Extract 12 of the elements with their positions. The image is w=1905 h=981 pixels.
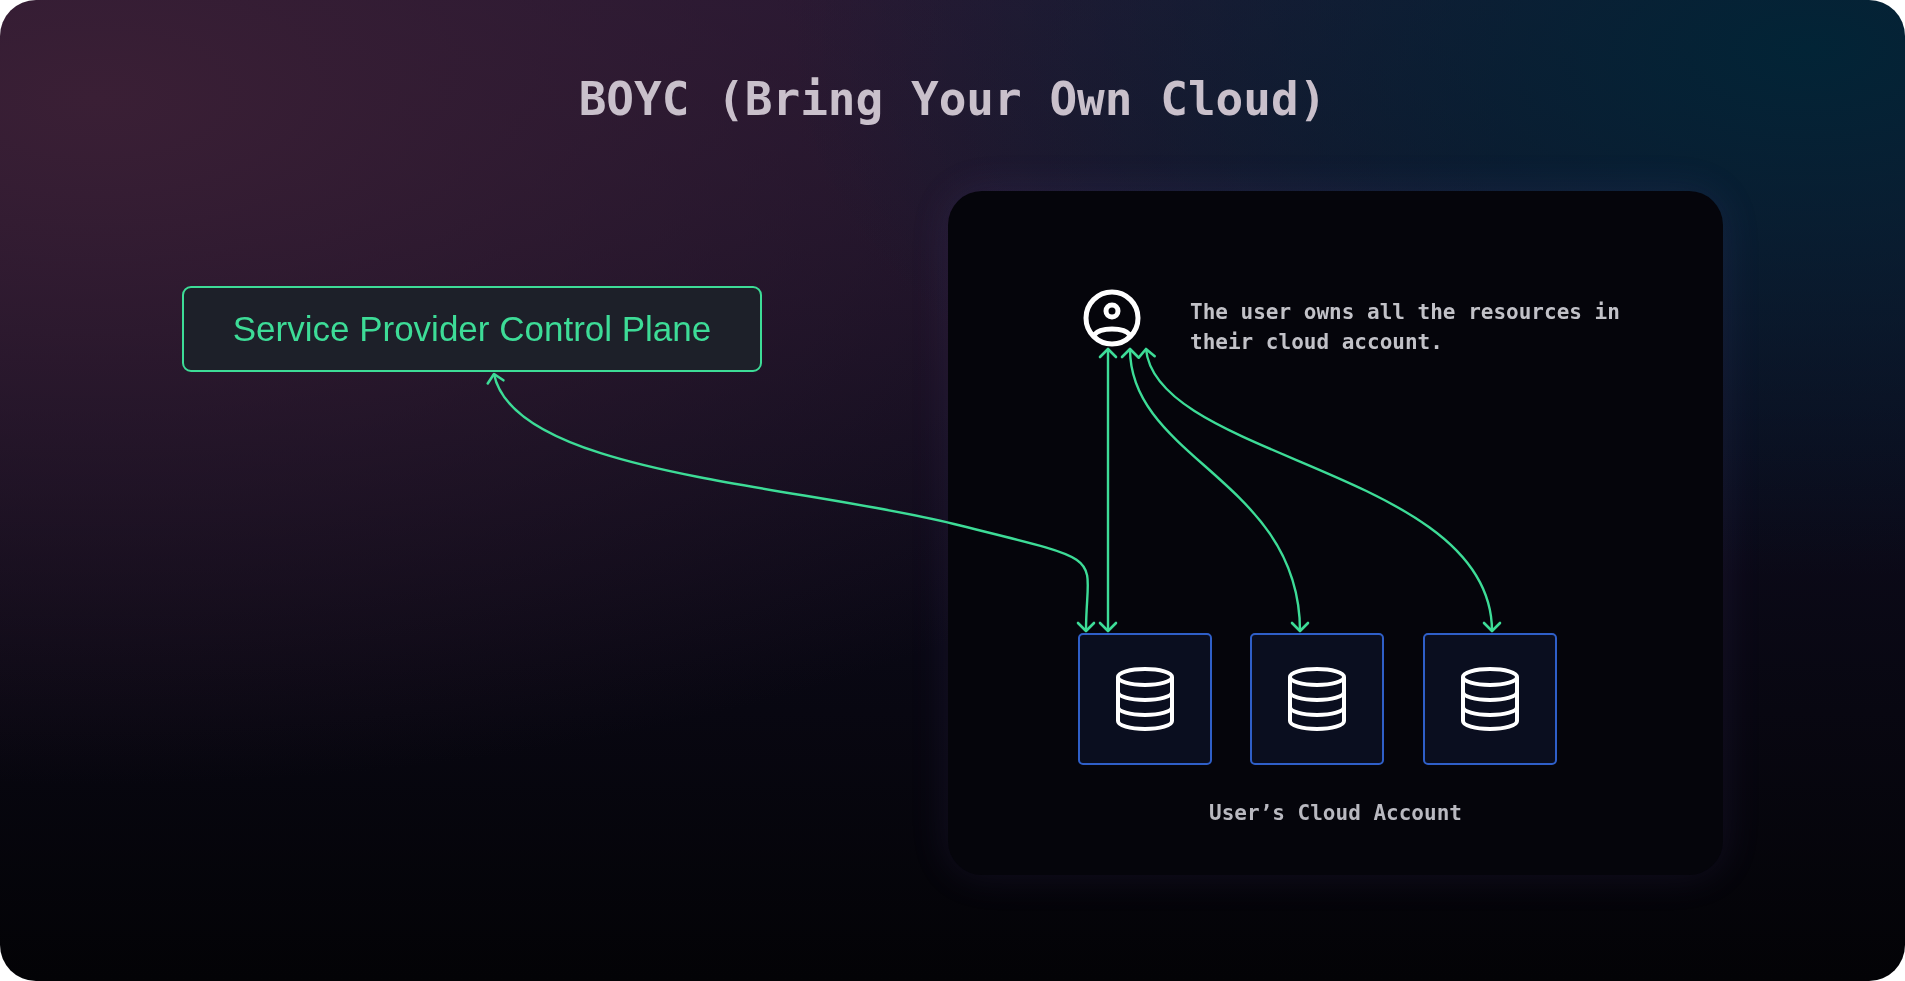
arrow (1121, 347, 1309, 633)
panel-label: User’s Cloud Account (1208, 801, 1463, 825)
arrow (1139, 347, 1500, 633)
database-box (1250, 633, 1384, 765)
arrow (488, 372, 1096, 633)
title: BOYC (Bring Your Own Cloud) (577, 72, 1328, 126)
database-box (1423, 633, 1557, 765)
database-box (1078, 633, 1212, 765)
note-text: The user owns all the resources in their cloud account. (1190, 299, 1621, 356)
process-box: Service Provider Control Plane (182, 286, 762, 372)
cloud-account-panel (948, 191, 1723, 875)
arrow (1098, 347, 1118, 633)
